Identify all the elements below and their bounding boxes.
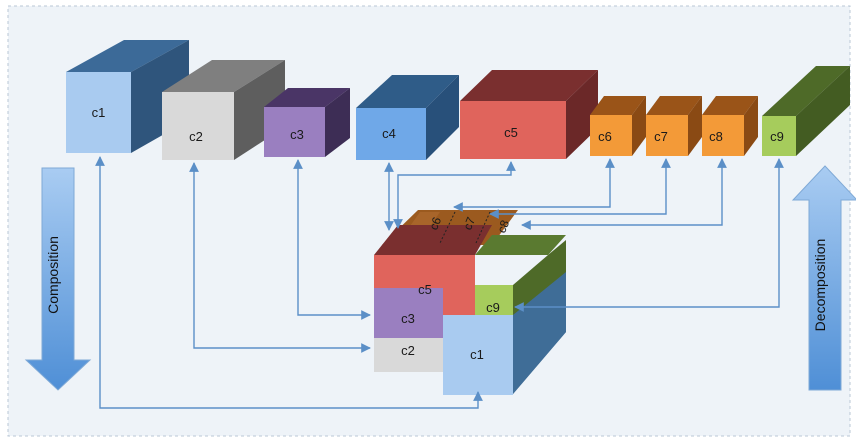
block-c1-label: c1 [92,105,106,120]
connector-c3 [293,159,371,320]
block-c4: c4 [356,75,459,160]
block-c9-label: c9 [770,129,784,144]
block-c8-label: c8 [709,129,723,144]
assembled-c2-label: c2 [401,343,415,358]
block-c9: c9 [762,66,850,156]
block-c2: c2 [162,60,285,160]
block-c3: c3 [264,88,350,157]
block-c5: c5 [460,70,598,159]
decomposition-label: Decomposition [812,239,828,332]
block-c6-label: c6 [598,129,612,144]
decomposition-arrow: Decomposition [791,165,856,391]
block-c7: c7 [646,96,702,156]
block-c3-label: c3 [290,127,304,142]
composition-arrow: Composition [24,167,92,391]
assembled-c1-label: c1 [470,347,484,362]
block-c5-label: c5 [504,125,518,140]
connector-c1 [95,156,483,409]
block-c1: c1 [66,40,189,153]
block-c4-label: c4 [382,126,396,141]
connector-c2 [189,162,371,353]
composition-label: Composition [45,236,61,314]
assembled-c5-label: c5 [418,282,432,297]
assembled-c9-label: c9 [486,300,500,315]
block-c2-label: c2 [189,129,203,144]
connector-c9 [514,158,784,312]
block-c7-label: c7 [654,129,668,144]
block-c8: c8 [702,96,758,156]
assembled-c3-label: c3 [401,311,415,326]
block-c6: c6 [590,96,646,156]
connectors [95,156,784,409]
